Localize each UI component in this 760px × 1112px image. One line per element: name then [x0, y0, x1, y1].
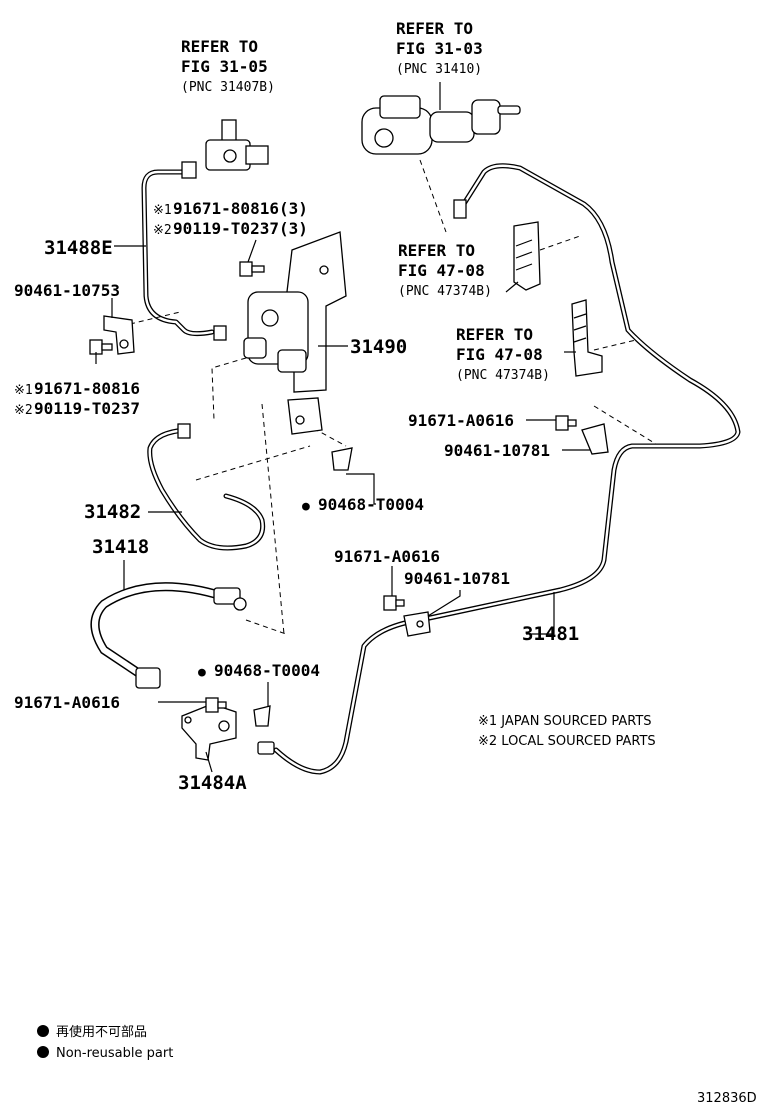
- ref-line: (PNC 47374B): [456, 368, 550, 383]
- label-90468-T0004-upper[interactable]: 90468-T0004: [318, 495, 424, 514]
- legend: 再使用不可部品 Non-reusable part: [37, 1024, 173, 1061]
- ref-line: (PNC 31407B): [181, 80, 275, 95]
- leader-lines: [95, 82, 590, 773]
- ref-line: REFER TO: [398, 241, 475, 260]
- proportioning-valve[interactable]: [181, 119, 269, 179]
- ref-line: REFER TO: [181, 37, 258, 56]
- label-31484A[interactable]: 31484A: [178, 772, 247, 794]
- hose-31418: [90, 582, 227, 679]
- pipe-fitting-31481-end[interactable]: [257, 741, 275, 755]
- bolt-91671-A0616-lower[interactable]: [205, 697, 227, 713]
- label-31418[interactable]: 31418: [92, 536, 149, 558]
- mark-japan: ※1: [14, 383, 33, 398]
- ref-fig-47-08-b[interactable]: REFER TO FIG 47-08 (PNC 47374B): [456, 325, 550, 383]
- bolt-91671-80816-3[interactable]: [239, 261, 265, 277]
- label-31481[interactable]: 31481: [522, 623, 579, 645]
- label-91671-A0616-right[interactable]: 91671-A0616: [408, 411, 514, 430]
- ref-line: FIG 47-08: [456, 345, 543, 364]
- clamp-90461-10781-right[interactable]: [581, 423, 609, 455]
- bolt-91671-A0616-middle[interactable]: [383, 595, 405, 611]
- label-90461-10753[interactable]: 90461-10753: [14, 281, 120, 300]
- label-90461-10781-right[interactable]: 90461-10781: [444, 441, 550, 460]
- mark-japan: ※1: [153, 203, 172, 218]
- mark-local: ※2: [14, 403, 33, 418]
- label-31482[interactable]: 31482: [84, 501, 141, 523]
- label-90468-T0004-lower[interactable]: 90468-T0004: [214, 661, 320, 680]
- legend-jp: 再使用不可部品: [56, 1024, 147, 1040]
- clip-90468-T0004-lower[interactable]: [253, 705, 271, 727]
- hose-fitting-lower[interactable]: [135, 667, 161, 689]
- pipe-31488E: [141, 169, 215, 337]
- ref-line: REFER TO: [456, 325, 533, 344]
- clamp-90461-10753[interactable]: [103, 315, 135, 355]
- ref-line: FIG 47-08: [398, 261, 485, 280]
- pipe-31481: [273, 163, 741, 775]
- label-31488E[interactable]: 31488E: [44, 237, 113, 259]
- label-91671-80816[interactable]: 91671-80816: [34, 379, 140, 398]
- label-31490[interactable]: 31490: [350, 336, 407, 358]
- source-notes: ※1 JAPAN SOURCED PARTS ※2 LOCAL SOURCED …: [478, 714, 656, 749]
- label-91671-A0616-middle[interactable]: 91671-A0616: [334, 547, 440, 566]
- part-labels: 31488E 90461-10753 ※1 91671-80816(3) ※2 …: [14, 199, 579, 794]
- hose-fitting-upper[interactable]: [213, 587, 247, 611]
- label-91671-A0616-lower[interactable]: 91671-A0616: [14, 693, 120, 712]
- figure-code: 312836D: [697, 1091, 757, 1106]
- note-japan-sourced: ※1 JAPAN SOURCED PARTS: [478, 714, 652, 729]
- ref-fig-47-08-a[interactable]: REFER TO FIG 47-08 (PNC 47374B): [398, 241, 492, 299]
- mark-nonreusable: ●: [302, 499, 310, 514]
- label-91671-80816-3[interactable]: 91671-80816(3): [173, 199, 308, 218]
- label-90461-10781-middle[interactable]: 90461-10781: [404, 569, 510, 588]
- bolt-91671-A0616-right[interactable]: [555, 415, 577, 431]
- mark-local: ※2: [153, 223, 172, 238]
- ref-fig-31-05[interactable]: REFER TO FIG 31-05 (PNC 31407B): [181, 37, 275, 95]
- ref-line: FIG 31-05: [181, 57, 268, 76]
- clamp-holder-a[interactable]: [513, 221, 541, 291]
- label-90119-T0237[interactable]: 90119-T0237: [34, 399, 140, 418]
- clutch-master-cylinder[interactable]: [361, 95, 521, 219]
- mark-nonreusable: ●: [198, 665, 206, 680]
- bolt-91671-80816[interactable]: [89, 339, 113, 355]
- ref-fig-31-03[interactable]: REFER TO FIG 31-03 (PNC 31410): [396, 19, 483, 77]
- clamp-holder-b[interactable]: [571, 299, 603, 377]
- legend-dot: [37, 1025, 49, 1037]
- ref-line: (PNC 31410): [396, 62, 482, 77]
- clamp-90461-10781-middle[interactable]: [403, 611, 431, 637]
- clip-90468-T0004-upper[interactable]: [331, 447, 353, 471]
- ref-line: FIG 31-03: [396, 39, 483, 58]
- ref-line: (PNC 47374B): [398, 284, 492, 299]
- label-90119-T0237-3[interactable]: 90119-T0237(3): [173, 219, 308, 238]
- legend-en: Non-reusable part: [56, 1046, 173, 1061]
- pipe-31482: [147, 427, 266, 551]
- ref-line: REFER TO: [396, 19, 473, 38]
- legend-dot: [37, 1046, 49, 1058]
- bracket-assembly-31490[interactable]: [177, 231, 347, 439]
- note-local-sourced: ※2 LOCAL SOURCED PARTS: [478, 734, 656, 749]
